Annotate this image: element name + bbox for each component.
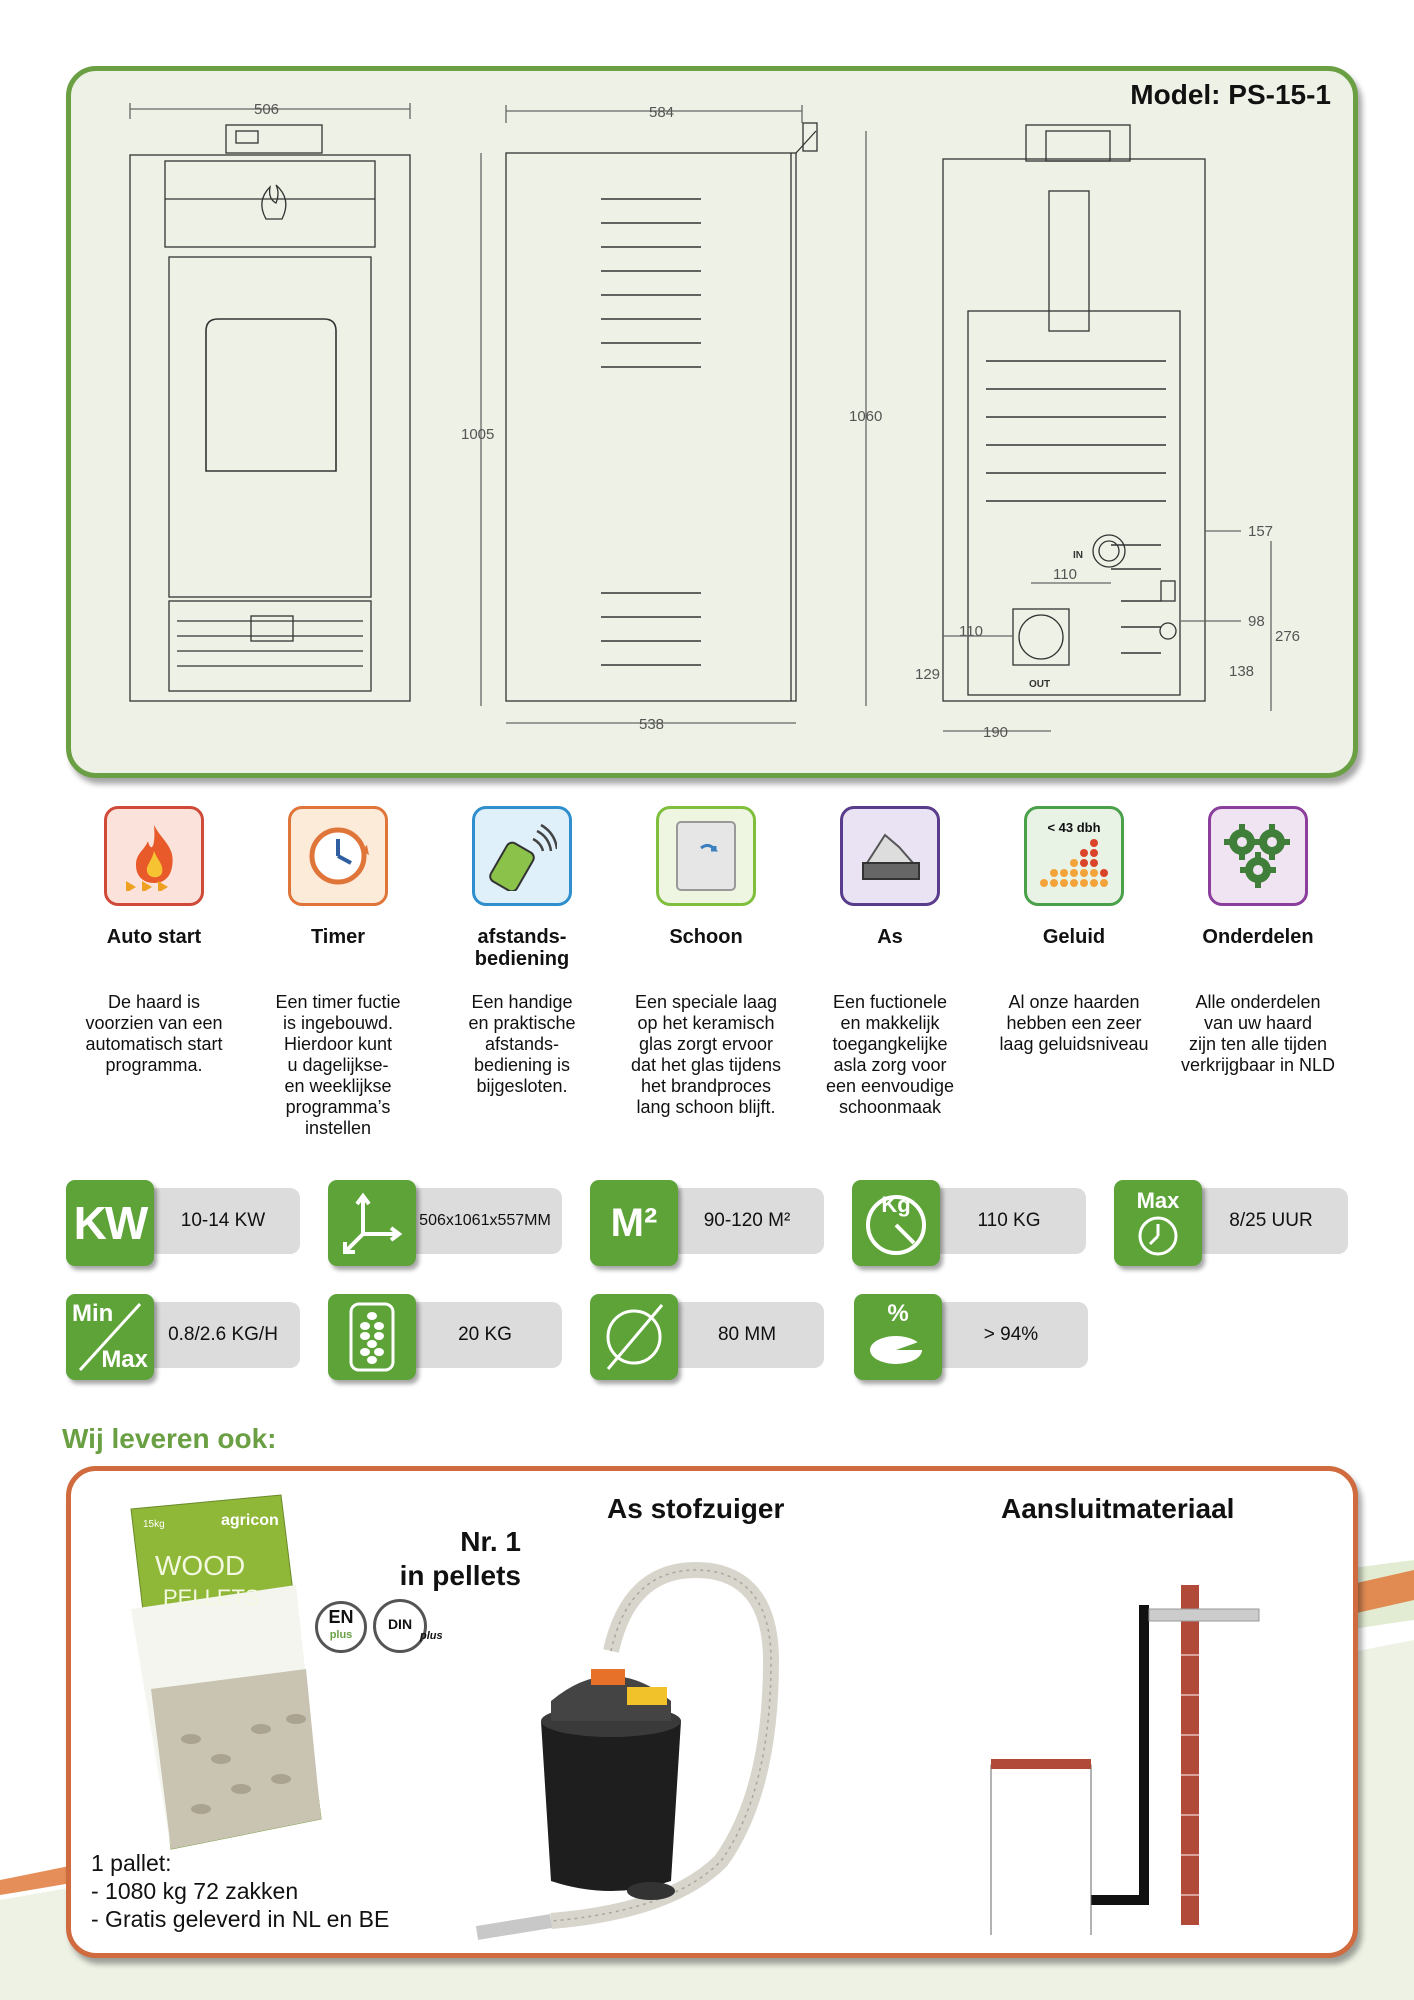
spec-value: 10-14 KW [146, 1188, 300, 1254]
dim-rear-gap: 110 [1053, 566, 1077, 583]
spec-efficiency: > 94% % [854, 1294, 1090, 1380]
pellet-tank-icon [328, 1294, 416, 1380]
pellet-bag-image: agricon 15kg WOOD PELLETS [130, 1494, 322, 1850]
spec-weight: 110 KG Kg [852, 1180, 1088, 1266]
max-time-icon: Max [1114, 1180, 1202, 1266]
vacuum-title: As stofzuiger [607, 1493, 785, 1524]
sound-level-icon: < 43 dbh [1024, 806, 1124, 906]
spec-value: 20 KG [408, 1302, 562, 1368]
feature-title: Auto start [106, 926, 202, 948]
sound-badge: < 43 dbh [1047, 819, 1101, 835]
spec-flue-diameter: 80 MM [590, 1294, 826, 1380]
pallet-info: 1 pallet:- 1080 kg 72 zakken- Gratis gel… [91, 1850, 390, 1932]
gears-icon [1208, 806, 1308, 906]
label-out: OUT [1029, 679, 1050, 690]
dim-front-width: 506 [254, 101, 279, 118]
dim-rear-inlet: 157 [1248, 523, 1273, 540]
feature-title: afstands-bediening [474, 926, 570, 970]
bag-text-wood: WOOD [155, 1550, 245, 1581]
connection-diagram [990, 1585, 1260, 1935]
din-plus-cert-icon: DIN plus [373, 1599, 443, 1653]
bag-weight: 15kg [143, 1519, 165, 1530]
ash-vacuum-image [475, 1562, 780, 1940]
spec-value: 8/25 UUR [1194, 1188, 1348, 1254]
min-max-icon: Min Max [66, 1294, 154, 1380]
spec-tank-capacity: 20 KG [328, 1294, 564, 1380]
spec-value: 90-120 M² [670, 1188, 824, 1254]
spec-value: 110 KG [932, 1188, 1086, 1254]
connect-title: Aansluitmateriaal [1001, 1493, 1235, 1524]
kw-icon: KW [66, 1180, 154, 1266]
dim-rear-height: 1060 [849, 408, 882, 425]
clock-icon [288, 806, 388, 906]
efficiency-icon: % [854, 1294, 942, 1380]
spec-value: 80 MM [670, 1302, 824, 1368]
remote-icon [472, 806, 572, 906]
feature-title: As [877, 926, 903, 948]
feature-title: Geluid [1042, 926, 1106, 948]
spec-area: 90-120 M² M² [590, 1180, 826, 1266]
dim-side-depth: 584 [649, 104, 674, 121]
front-view: 506 [129, 101, 411, 702]
dim-rear-right-low: 138 [1229, 663, 1254, 680]
spec-dimensions: 506x1061x557MM [328, 1180, 564, 1266]
feature-title: Schoon [669, 926, 743, 948]
feature-title: Timer [310, 926, 366, 948]
dim-rear-left-mid: 110 [959, 623, 983, 640]
side-view: 584 1005 538 1060 [461, 104, 882, 733]
spec-consumption: 0.8/2.6 KG/H Min Max [66, 1294, 302, 1380]
dim-side-base: 538 [639, 716, 664, 733]
model-title: Model: PS-15-1 [1130, 79, 1331, 110]
stove-drawings: 506 584 1005 [129, 101, 1300, 741]
spec-power: 10-14 KW KW [66, 1180, 302, 1266]
technical-drawing-panel: Model: PS-15-1 506 584 1005 [66, 66, 1358, 778]
dim-rear-total: 276 [1275, 628, 1300, 645]
dim-rear-pipe-offset: 190 [983, 724, 1008, 741]
dim-rear-small: 98 [1248, 613, 1265, 630]
spec-value: 506x1061x557MM [408, 1188, 562, 1254]
glass-icon [656, 806, 756, 906]
supply-heading: Wij leveren ook: [62, 1423, 277, 1454]
flame-icon [104, 806, 204, 906]
spec-value: > 94% [934, 1302, 1088, 1368]
dimensions-icon [328, 1180, 416, 1266]
dim-rear-outlet: 129 [915, 666, 940, 683]
area-icon: M² [590, 1180, 678, 1266]
dim-side-height: 1005 [461, 426, 494, 443]
bag-text-pellets: PELLETS [163, 1585, 260, 1610]
rear-view: IN OUT 157 110 110 129 98 276 138 190 [915, 124, 1300, 741]
bag-brand: agricon [221, 1512, 279, 1529]
spec-value: 0.8/2.6 KG/H [146, 1302, 300, 1368]
feature-title: Onderdelen [1202, 926, 1314, 948]
spec-max-burn-time: 8/25 UUR Max [1114, 1180, 1350, 1266]
ash-tray-icon [840, 806, 940, 906]
diameter-icon [590, 1294, 678, 1380]
weight-icon: Kg [852, 1180, 940, 1266]
label-in: IN [1073, 550, 1083, 561]
